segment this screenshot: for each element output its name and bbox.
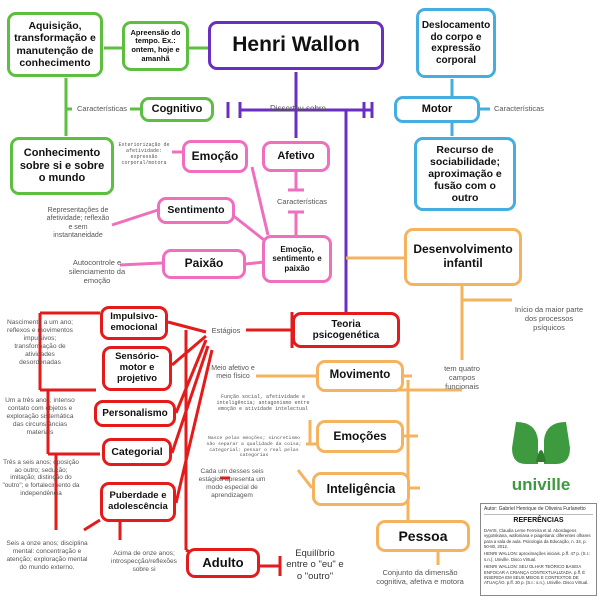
leaf-icon (512, 422, 570, 464)
label-meio-afetivo: Meio afetivo e meio físico (211, 365, 255, 381)
node-deslocamento: Deslocamento do corpo e expressão corpor… (416, 8, 496, 78)
references-panel: Autor: Gabriel Henrique de Oliveira Furl… (480, 503, 597, 596)
author-line: Autor: Gabriel Henrique de Oliveira Furl… (484, 506, 593, 516)
label-tem-quatro: tem quatro campos funcionais (444, 364, 480, 391)
node-label: Motor (421, 103, 453, 116)
node-sentimento: Sentimento (157, 197, 235, 224)
label-conjunto: Conjunto da dimensão cognitiva, afetiva … (376, 568, 464, 586)
node-label: Conhecimento sobre si e sobre o mundo (19, 147, 105, 185)
node-pessoa: Pessoa (376, 520, 470, 552)
node-esp: Emoção, sentimento e paixão (262, 235, 332, 283)
green-connectors (64, 46, 208, 136)
node-movimento: Movimento (316, 360, 404, 392)
node-label: Teoria psicogenética (312, 318, 380, 342)
pink-connectors (111, 150, 304, 267)
node-label: Cognitivo (151, 103, 203, 116)
references-heading: REFERÊNCIAS (513, 517, 564, 525)
label-caract-left: Características (76, 104, 127, 113)
node-apreensao: Apreensão do tempo. Ex.: ontem, hoje e a… (122, 21, 189, 71)
label-exteriorizacao: Exteriorização de afetividade: expressão… (118, 142, 170, 166)
node-label: Categorial (111, 445, 163, 458)
node-label: Impulsivo-emocional (110, 311, 158, 333)
node-label: Inteligência (326, 481, 396, 496)
node-label: Aquisição, transformação e manutenção de… (14, 20, 96, 69)
node-label: Sentimento (167, 204, 225, 217)
node-label: Personalismo (102, 407, 168, 419)
node-categorial: Categorial (102, 438, 172, 466)
node-desenvolvimento: Desenvolvimento infantil (404, 228, 522, 286)
node-label: Deslocamento do corpo e expressão corpor… (421, 20, 491, 66)
node-label: Movimento (329, 369, 391, 382)
label-equilibrio: Equilíbrio entre o "eu" e o "outro" (286, 548, 344, 582)
node-label: Desenvolvimento infantil (413, 242, 513, 270)
node-emocoes: Emoções (316, 420, 404, 453)
label-nascimento: Nascimento a um ano; reflexos e moviment… (7, 319, 73, 366)
label-dissertou: Dissertou sobre (269, 104, 327, 113)
label-acima-onze: Acima de onze anos; introspecção/reflexõ… (111, 550, 177, 573)
blue-connectors (450, 79, 490, 136)
title-box: Henri Wallon (208, 21, 384, 70)
node-puberdade: Puberdade e adolescência (100, 482, 176, 522)
node-paixao: Paixão (162, 249, 246, 279)
label-um-tres: Um a três anos; intenso contato com obje… (5, 397, 75, 436)
label-autocontrole: Autocontrole e silenciamento da emoção (68, 258, 126, 285)
node-label: Paixão (184, 256, 224, 271)
node-label: Emoção, sentimento e paixão (272, 245, 322, 273)
node-recurso: Recurso de sociabilidade; aproximação e … (414, 137, 516, 211)
label-caract-right: Características (493, 104, 544, 113)
node-label: Emoção (191, 148, 239, 163)
label-representacoes: Representações de afetividade; reflexão … (46, 207, 110, 240)
node-teoria: Teoria psicogenética (292, 312, 400, 348)
label-estagios: Estágios (211, 326, 241, 335)
label-inicio: Início da maior parte dos processos psíq… (514, 305, 584, 332)
label-funcao-social: Função social, afetividade e inteligênci… (216, 394, 310, 412)
node-personalismo: Personalismo (94, 400, 176, 427)
node-label: Apreensão do tempo. Ex.: ontem, hoje e a… (130, 27, 181, 63)
node-label: Recurso de sociabilidade; aproximação e … (428, 143, 502, 205)
label-tres-seis: Três a seis anos; oposição ao outro; sed… (2, 459, 80, 497)
node-label: Sensório-motor e projetivo (115, 351, 159, 384)
node-afetivo: Afetivo (262, 141, 330, 172)
node-label: Emoções (333, 428, 387, 443)
node-sensorio: Sensório-motor e projetivo (102, 346, 172, 391)
label-nasce-pelas: Nasce pelas emoções; sincretismo não sep… (206, 436, 302, 459)
logo-text: univille (511, 475, 571, 494)
univille-logo: univille (506, 418, 576, 496)
purple-connectors (226, 72, 374, 312)
reference-item: HENRI WALLON: aproximações iniciais. p.f… (484, 551, 591, 562)
node-motor: Motor (394, 96, 480, 123)
node-label: Afetivo (277, 150, 315, 163)
orange-connectors (256, 256, 512, 565)
reference-item: DAVIS, Claudia Leme Ferreira et al. Abor… (484, 528, 591, 550)
node-label: Adulto (202, 554, 244, 570)
node-conhecimento: Conhecimento sobre si e sobre o mundo (10, 137, 114, 195)
node-label: Puberdade e adolescência (108, 490, 168, 512)
reference-item: HENRI WALLON: SEU OLHAR TEÓRICO BASEIA E… (484, 564, 589, 586)
node-impulsivo: Impulsivo-emocional (100, 306, 168, 340)
page-title: Henri Wallon (232, 33, 360, 57)
node-inteligencia: Inteligência (312, 472, 410, 506)
node-cognitivo: Cognitivo (140, 97, 214, 122)
node-label: Pessoa (398, 527, 448, 544)
node-aquisicao: Aquisição, transformação e manutenção de… (7, 12, 103, 77)
label-cada-um: Cada um desses seis estágios apresenta u… (198, 468, 266, 499)
node-adulto: Adulto (186, 548, 260, 578)
label-caract-mid: Características (276, 197, 327, 206)
label-seis-onze: Seis a onze anos; disciplina mental: con… (6, 540, 88, 571)
node-emocao: Emoção (182, 140, 248, 173)
